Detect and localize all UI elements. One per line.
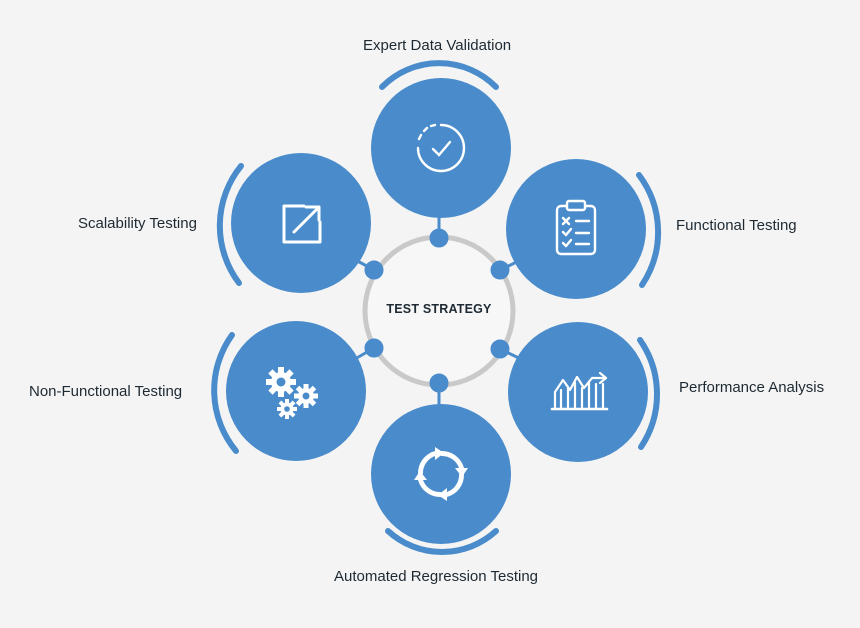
refresh-cycle-icon — [414, 447, 468, 501]
arc-right-upper — [636, 172, 662, 288]
gears-icon — [266, 367, 318, 419]
label-performance-analysis: Performance Analysis — [679, 379, 825, 396]
node-non-functional-testing — [226, 321, 366, 461]
arc-bottom — [385, 528, 499, 555]
label-expert-data-validation: Expert Data Validation — [363, 37, 512, 54]
label-automated-regression-testing: Automated Regression Testing — [334, 568, 539, 585]
arc-left-lower — [211, 332, 239, 454]
center-label: TEST STRATEGY — [386, 302, 492, 316]
arc-left-upper — [216, 163, 244, 286]
node-functional-testing — [506, 159, 646, 299]
node-expert-data-validation — [371, 78, 511, 218]
growth-bar-chart-icon — [550, 371, 609, 411]
clipboard-checklist-icon — [555, 199, 597, 256]
node-automated-regression-testing — [371, 404, 511, 544]
label-scalability-testing: Scalability Testing — [78, 215, 197, 232]
arc-top — [379, 60, 499, 90]
accent-arcs — [211, 60, 662, 555]
expand-arrow-icon — [282, 204, 322, 244]
arc-right-lower — [637, 337, 660, 450]
node-circles — [226, 78, 648, 544]
label-non-functional-testing: Non-Functional Testing — [29, 383, 183, 400]
label-functional-testing: Functional Testing — [676, 217, 797, 234]
node-performance-analysis — [508, 322, 648, 462]
check-circle-icon — [416, 123, 466, 173]
